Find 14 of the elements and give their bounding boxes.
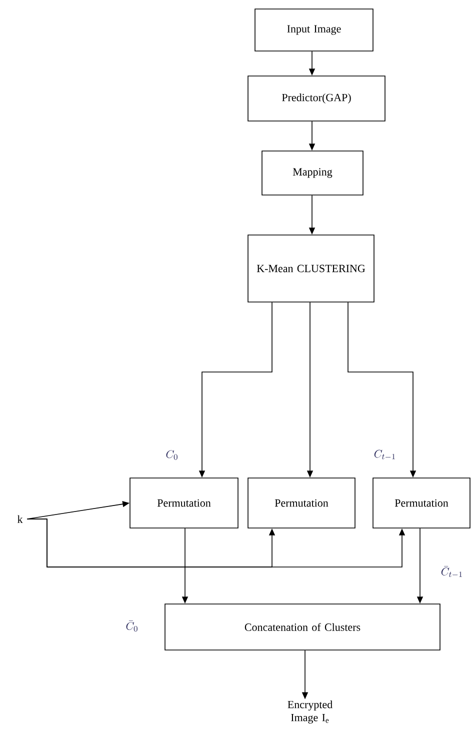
signal-label: $\bar{C}_{t-1}$ (441, 566, 462, 577)
process-box: Mapping (262, 150, 364, 196)
signal-label: $C_{t-1}$ (374, 450, 395, 460)
output-label: Encrypted Image I$_{e}$ (288, 700, 332, 724)
process-box: Predictor(GAP) (248, 76, 386, 122)
process-box: Permutation (248, 478, 356, 528)
process-box: K-Mean CLUSTERING (248, 234, 374, 302)
process-box: Permutation (372, 478, 470, 528)
input-label: k (17, 515, 23, 523)
signal-label: $\bar{C}_0$ (126, 620, 138, 632)
signal-label: $C_0$ (166, 450, 178, 460)
process-box: Permutation (130, 478, 238, 528)
process-box: Input Image (254, 8, 374, 52)
process-box: Concatenation of Clusters (164, 604, 440, 650)
